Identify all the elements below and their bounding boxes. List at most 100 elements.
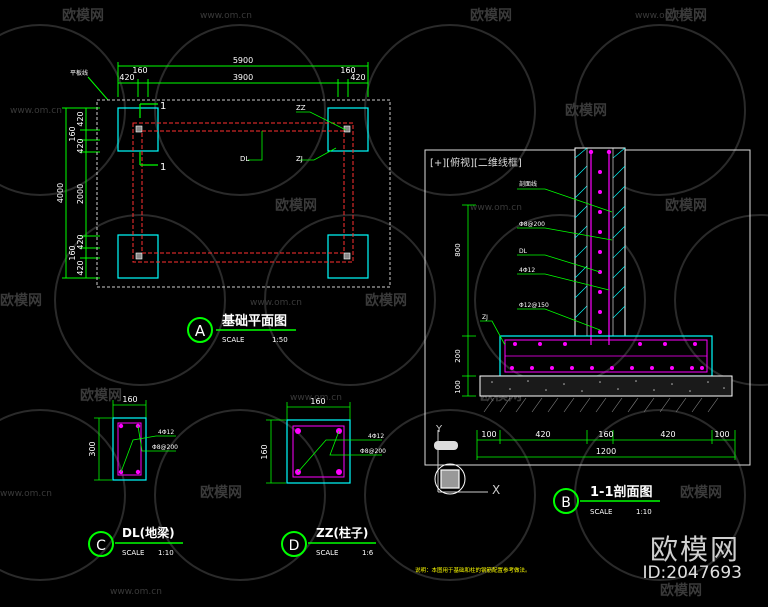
- ucs-x-label: X: [492, 483, 500, 497]
- drawing-note: 说明：本图用于基础和柱的钢筋配置参考做法。: [415, 566, 531, 574]
- zz-title: ZZ(柱子): [316, 525, 368, 540]
- dl-detail: 160 300 4Φ12 Φ8@200 C DL(地梁) SCALE 1:10: [88, 395, 183, 557]
- svg-text:欧模网: 欧模网: [200, 484, 242, 501]
- plan-columns: [135, 125, 351, 260]
- plan-left-leader: [87, 76, 109, 101]
- svg-text:欧模网: 欧模网: [0, 292, 42, 309]
- svg-text:欧模网: 欧模网: [565, 102, 607, 119]
- svg-text:160: 160: [598, 430, 613, 439]
- section-soil-hatch: [483, 397, 719, 413]
- watermark-pattern: [0, 24, 768, 581]
- svg-text:www.om.cn: www.om.cn: [290, 393, 342, 403]
- svg-text:Φ8@200: Φ8@200: [519, 221, 545, 228]
- section-title-letter: B: [561, 495, 571, 511]
- zz-outline: [286, 419, 351, 484]
- zz-dim-lines: [266, 402, 351, 484]
- svg-text:420: 420: [76, 260, 85, 275]
- dl-title-circle: [88, 531, 114, 557]
- dl-title: DL(地梁): [122, 525, 175, 540]
- svg-text:420: 420: [76, 138, 85, 153]
- svg-text:160: 160: [340, 66, 355, 75]
- dl-scale-value: 1:10: [158, 549, 174, 557]
- dl-stirrup: [117, 422, 142, 476]
- plan-label-zz: ZZ: [296, 104, 306, 112]
- section-leaders: [480, 188, 613, 346]
- section-footing: [499, 335, 713, 377]
- svg-text:www.om.cn: www.om.cn: [110, 587, 162, 597]
- section-cushion-dots: [491, 380, 725, 392]
- svg-text:100: 100: [714, 430, 729, 439]
- section-column: [574, 147, 626, 345]
- svg-text:欧模网: 欧模网: [62, 7, 104, 24]
- plan-scale-label: SCALE: [222, 336, 244, 344]
- plan-top-dimension-texts: 5900 420 160 3900 160 420: [119, 56, 365, 82]
- zz-title-letter: D: [289, 538, 300, 554]
- zz-detail: 160 160 4Φ12 Φ8@200 D ZZ(柱子) SCALE 1:6: [260, 397, 386, 557]
- svg-text:www.om.cn: www.om.cn: [635, 11, 687, 21]
- svg-text:欧模网: 欧模网: [275, 197, 317, 214]
- svg-text:160: 160: [68, 126, 77, 141]
- watermark-url-texts: www.om.cn www.om.cn www.om.cn www.om.cn …: [0, 11, 687, 597]
- section-vertical-dim-texts: 800 200 100: [454, 243, 462, 393]
- svg-text:欧模网: 欧模网: [80, 387, 122, 404]
- zz-scale-label: SCALE: [316, 549, 338, 557]
- dl-width: 160: [122, 395, 137, 404]
- svg-text:420: 420: [76, 234, 85, 249]
- section-mark-bottom: 1: [160, 162, 166, 173]
- plan-leaders: [248, 111, 347, 161]
- plan-title: 基础平面图: [221, 313, 287, 329]
- svg-text:160: 160: [68, 245, 77, 260]
- ucs-icon[interactable]: Y X: [434, 424, 500, 497]
- zz-leaders: [297, 430, 382, 473]
- svg-text:www.om.cn: www.om.cn: [200, 11, 252, 21]
- zz-height: 160: [260, 444, 269, 459]
- plan-left-label: 平板线: [70, 69, 88, 77]
- plan-top-dimension-lines: [117, 62, 369, 97]
- svg-text:Φ12@150: Φ12@150: [519, 302, 549, 309]
- plan-left-dimension-texts: 4000 420 160 420 2000 420 160 420: [56, 111, 85, 275]
- plan-section-markers: [139, 103, 158, 166]
- plan-label-dl: DL: [240, 155, 249, 163]
- svg-text:420: 420: [350, 73, 365, 82]
- section-cushion: [479, 375, 733, 397]
- plan-footings: [117, 107, 369, 279]
- svg-text:100: 100: [454, 380, 462, 393]
- zz-title-circle: [281, 531, 307, 557]
- foundation-plan: 5900 420 160 3900 160 420 4000 420 160 4…: [56, 56, 391, 344]
- section-mark-top: 1: [160, 101, 166, 112]
- svg-text:欧模网: 欧模网: [665, 197, 707, 214]
- svg-text:www.om.cn: www.om.cn: [250, 298, 302, 308]
- dl-rebar-label: 4Φ12: [158, 429, 174, 436]
- viewport-label[interactable]: [+][俯视][二维线框]: [430, 158, 522, 169]
- svg-text:1200: 1200: [596, 447, 616, 456]
- watermark-logo: 欧模网: [649, 533, 740, 566]
- svg-text:100: 100: [481, 430, 496, 439]
- watermark-id: ID:2047693: [642, 563, 742, 583]
- section-view: 剖面线 Φ8@200 DL 4Φ12 Φ12@150 ZJ 800 200 10…: [424, 147, 751, 516]
- dl-height: 300: [88, 441, 97, 456]
- dl-stirrup-label: Φ8@200: [152, 444, 178, 451]
- svg-text:800: 800: [454, 243, 462, 256]
- plan-slab-outline: [96, 99, 391, 288]
- svg-text:欧模网: 欧模网: [470, 7, 512, 24]
- svg-text:4000: 4000: [56, 183, 65, 203]
- dl-outline: [112, 417, 147, 481]
- section-labels: 剖面线 Φ8@200 DL 4Φ12 Φ12@150 ZJ: [482, 180, 549, 321]
- plan-title-letter: A: [195, 322, 206, 340]
- svg-text:www.om.cn: www.om.cn: [470, 203, 522, 213]
- zz-width: 160: [310, 397, 325, 406]
- svg-text:欧模网: 欧模网: [365, 292, 407, 309]
- dl-scale-label: SCALE: [122, 549, 144, 557]
- svg-text:www.om.cn: www.om.cn: [10, 106, 62, 116]
- section-bottom-dim-lines: [476, 430, 736, 460]
- svg-text:420: 420: [660, 430, 675, 439]
- plan-ground-beams: [132, 122, 354, 263]
- svg-text:ZJ: ZJ: [482, 314, 488, 321]
- svg-text:3900: 3900: [233, 73, 253, 82]
- section-title: 1-1剖面图: [590, 484, 653, 500]
- section-vertical-dim-lines: [462, 204, 476, 397]
- svg-text:www.om.cn: www.om.cn: [0, 489, 52, 499]
- section-scale-value: 1:10: [636, 508, 652, 516]
- svg-text:DL: DL: [519, 248, 528, 255]
